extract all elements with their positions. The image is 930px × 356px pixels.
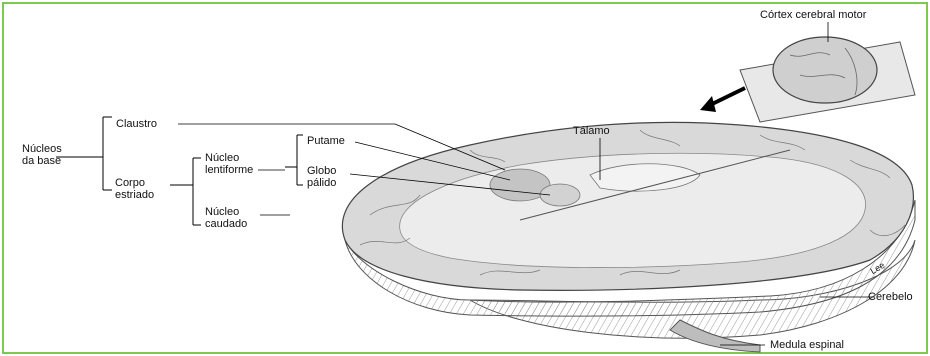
brackets [56,117,303,225]
label-nucleo-caudado: Núcleo caudado [205,206,247,230]
label-medula-espinal: Medula espinal [770,339,844,351]
arrow-head [700,96,716,112]
label-cerebelo: Cerebelo [868,291,913,303]
label-globo-palido: Globo pálido [307,165,336,189]
globus-pallidus-area [540,184,580,206]
label-cortex-motor: Córtex cerebral motor [760,9,866,21]
label-nucleos-base: Núcleos da base [22,143,62,167]
label-nucleo-lentiforme: Núcleo lentiforme [205,152,253,176]
label-talamo: Tálamo [573,125,610,137]
label-corpo-estriado: Corpo estriado [115,177,154,201]
mini-brain [773,37,877,103]
label-claustro: Claustro [116,118,157,130]
label-putame: Putame [307,135,345,147]
